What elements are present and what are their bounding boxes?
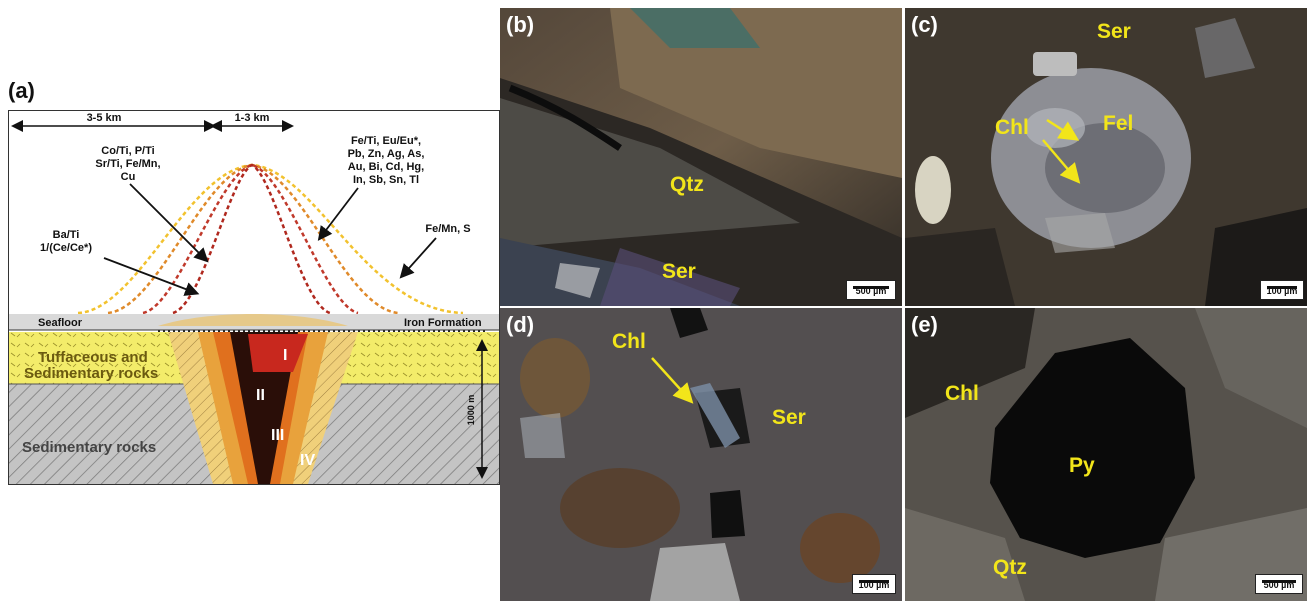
zone-III-label: III [271, 427, 284, 444]
panel-c-photo: (c) Ser Chl Fel 100 µm [905, 8, 1307, 306]
tuff-label-line-1: Tuffaceous and [38, 349, 148, 366]
zone-II-label: II [256, 387, 265, 404]
curve-inner-2 [172, 163, 331, 315]
pointer-arrow-right [317, 187, 359, 241]
panel-c-mineral-ser: Ser [1097, 20, 1131, 43]
panel-d-arrow [651, 357, 694, 404]
elements-right-line-3: Au, Bi, Cd, Hg, [348, 161, 424, 173]
elements-right-block: Fe/Ti, Eu/Eu*, Pb, Zn, Ag, As, Au, Bi, C… [348, 135, 425, 186]
elements-left-line-3: Cu [121, 171, 136, 183]
panel-b-scale-text: 500 µm [855, 286, 887, 296]
elements-right-line-2: Pb, Zn, Ag, As, [348, 148, 425, 160]
panel-b-label: (b) [506, 12, 535, 37]
elements-ba-block: Ba/Ti 1/(Ce/Ce*) [40, 229, 92, 254]
depth-label: 1000 m [466, 395, 476, 426]
pointer-arrow-ba [103, 257, 200, 296]
panel-e-photo: (e) Chl Py Qtz 500 µm [905, 308, 1307, 601]
tuff-label-line-2: Sedimentary rocks [24, 365, 158, 382]
panel-d-scale-text: 100 µm [858, 580, 890, 590]
iron-formation-text: Iron Formation [404, 317, 482, 329]
panel-c-arrows [1042, 118, 1081, 184]
panel-a-diagram: 3-5 km 1-3 km Co/Ti, P/Ti Sr/Ti, Fe/Mn, … [8, 110, 500, 485]
elements-left-block: Co/Ti, P/Ti Sr/Ti, Fe/Mn, Cu [95, 145, 160, 183]
elements-femn-text: Fe/Mn, S [425, 223, 470, 235]
panel-c-label: (c) [911, 12, 938, 37]
elements-left-line-1: Co/Ti, P/Ti [101, 145, 154, 157]
pointer-arrow-left [129, 183, 209, 263]
elements-right-line-4: In, Sb, Sn, Tl [353, 174, 419, 186]
distance-center-text: 1-3 km [235, 112, 270, 124]
panel-c-mineral-chl: Chl [995, 116, 1029, 139]
elements-right-line-1: Fe/Ti, Eu/Eu*, [351, 135, 421, 147]
zone-I-label: I [283, 347, 287, 364]
distance-left-text: 3-5 km [87, 112, 122, 124]
pointer-arrow-femn [399, 237, 437, 279]
panel-b-photo: (b) Qtz Ser 500 µm [500, 8, 902, 306]
panel-e-mineral-qtz: Qtz [993, 556, 1027, 579]
panel-d-mineral-chl: Chl [612, 330, 646, 353]
panel-e-label: (e) [911, 312, 938, 337]
panel-b-scale-bar: 500 µm [846, 280, 896, 300]
panel-e-mineral-py: Py [1069, 454, 1095, 477]
panel-c-scale-bar: 100 µm [1260, 280, 1304, 300]
zone-I [248, 334, 308, 372]
panel-d-scale-bar: 100 µm [852, 574, 896, 594]
panel-c-scale-text: 100 µm [1266, 286, 1298, 296]
panel-d-mineral-ser: Ser [772, 406, 806, 429]
panel-a-label: (a) [8, 78, 35, 103]
iron-formation-lens [158, 314, 348, 326]
curve-inner-1 [142, 163, 359, 315]
elements-ba-line-1: Ba/Ti [53, 229, 80, 241]
panel-d-photo: (d) Chl Ser 100 µm [500, 308, 902, 601]
sed-rocks-label: Sedimentary rocks [22, 439, 156, 456]
panel-e-mineral-chl: Chl [945, 382, 979, 405]
panel-b-mineral-ser: Ser [662, 260, 696, 283]
seafloor-text: Seafloor [38, 317, 83, 329]
panel-c-mineral-fel: Fel [1103, 112, 1134, 135]
elements-left-line-2: Sr/Ti, Fe/Mn, [95, 158, 160, 170]
panel-e-scale-bar: 500 µm [1255, 574, 1303, 594]
zone-IV-label: IV [300, 452, 315, 469]
panel-b-mineral-qtz: Qtz [670, 173, 704, 196]
panel-e-scale-text: 500 µm [1263, 580, 1295, 590]
panel-d-label: (d) [506, 312, 535, 337]
pyrite-grain [990, 338, 1195, 558]
elements-ba-line-2: 1/(Ce/Ce*) [40, 242, 92, 254]
